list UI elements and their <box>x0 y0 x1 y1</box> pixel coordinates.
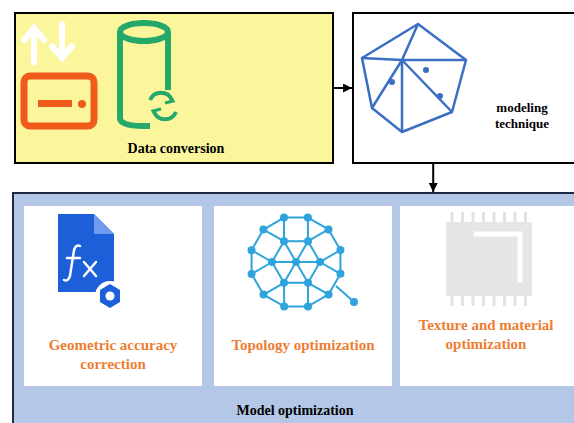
flow-arrow <box>432 164 434 192</box>
formula-document-icon <box>58 214 125 311</box>
network-icon <box>248 214 358 311</box>
flow-arrow <box>334 87 352 89</box>
process-box: Data conversion <box>14 12 334 164</box>
step-box: Texture and material optimization <box>400 206 574 386</box>
node-label: Topology optimization <box>214 336 392 355</box>
node-label: Model optimization <box>14 402 574 420</box>
node-label: Geometric accuracy correction <box>24 336 202 374</box>
process-box: modeling technique <box>352 12 574 164</box>
database-icon <box>120 23 176 126</box>
transfer-icon <box>24 24 94 126</box>
chip-icon <box>446 212 532 306</box>
step-box: Topology optimization <box>214 206 392 386</box>
node-label: Texture and material optimization <box>406 316 566 354</box>
step-box: Geometric accuracy correction <box>24 206 202 386</box>
polyhedron-icon <box>362 24 466 132</box>
group-band: Model optimization Geometric accuracy cor… <box>12 192 574 423</box>
node-label: Data conversion <box>16 140 336 158</box>
node-label: modeling technique <box>470 100 574 133</box>
